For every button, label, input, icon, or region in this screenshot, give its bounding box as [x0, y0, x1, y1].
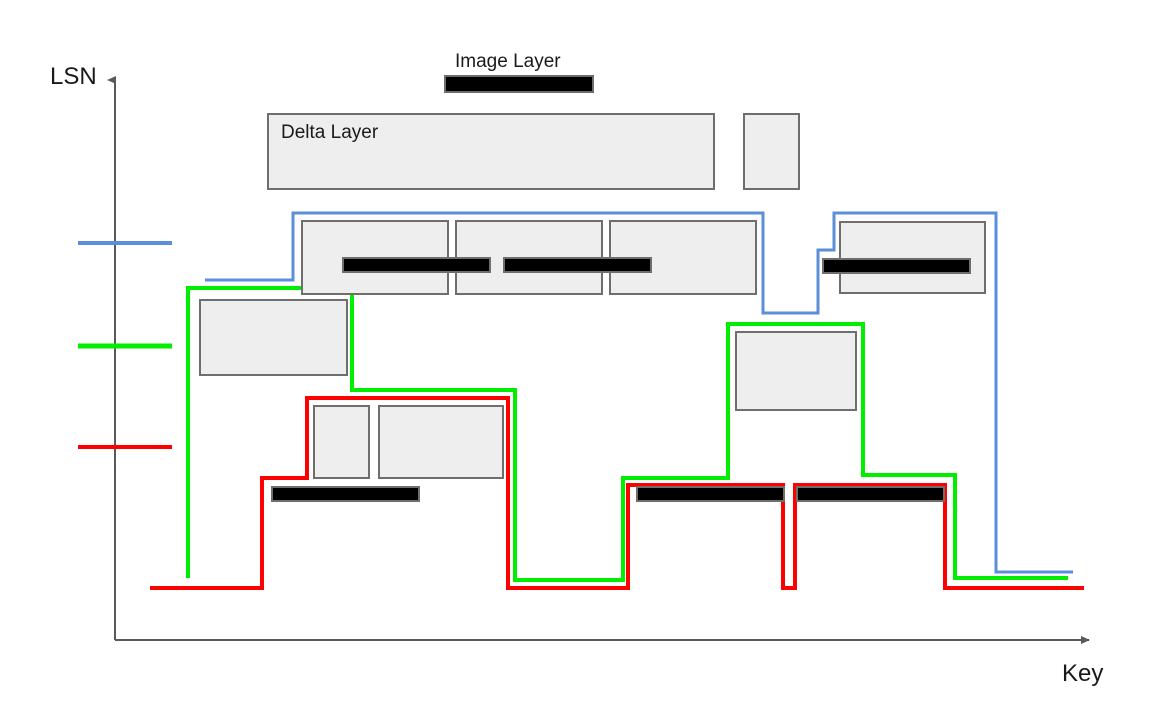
green-step-line: [186, 286, 1068, 582]
green-box-right: [735, 331, 857, 411]
blue-step-line: [205, 211, 1073, 574]
boxes-group: [199, 113, 986, 479]
y-axis-label: LSN: [50, 63, 97, 90]
red-bar-2: [636, 486, 785, 502]
blue-bar-2: [503, 257, 652, 273]
red-bar-3: [796, 486, 945, 502]
red-box-1: [313, 405, 370, 479]
x-axis-label: Key: [1062, 660, 1104, 687]
axes-group: [107, 76, 1090, 644]
red-box-2: [378, 405, 504, 479]
step-lines-group: [150, 211, 1084, 590]
image-layer-label: Image Layer: [455, 51, 561, 72]
blue-box-4: [839, 221, 986, 294]
blue-bar-3: [822, 258, 971, 274]
image-layer-bar: [444, 75, 594, 93]
bars-group: [271, 75, 971, 502]
red-bar-1: [271, 486, 420, 502]
delta-layer-box-small: [743, 113, 800, 190]
tick-group: [78, 241, 172, 449]
green-box-left: [199, 299, 348, 376]
red-step-line: [150, 396, 1084, 590]
delta-layer-label: Delta Layer: [281, 122, 379, 143]
blue-bar-1: [342, 257, 491, 273]
delta-layer-box-main: [267, 113, 715, 190]
